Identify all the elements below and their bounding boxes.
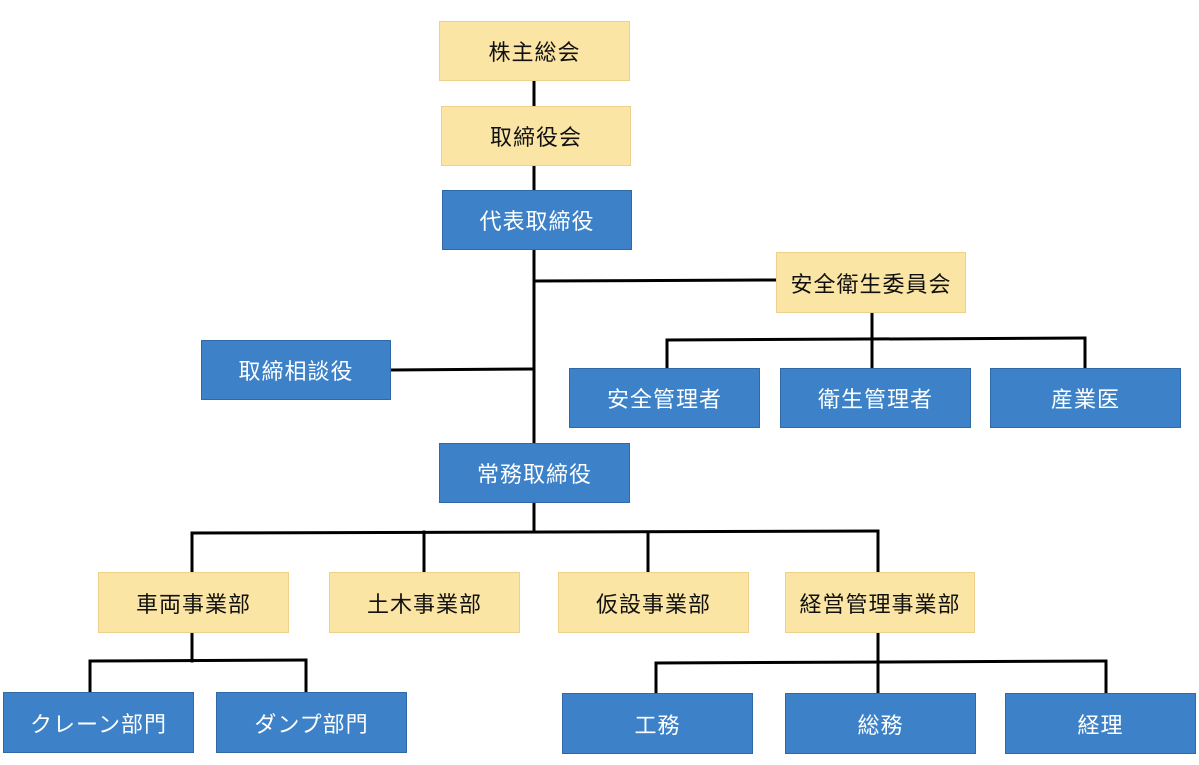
node-crane-bumon: クレーン部門 bbox=[3, 692, 194, 753]
node-keiei-kanri-jigyobu: 経営管理事業部 bbox=[785, 572, 975, 633]
node-komu: 工務 bbox=[562, 693, 753, 754]
node-dump-bumon: ダンプ部門 bbox=[216, 692, 407, 753]
node-eisei-kanrisha: 衛生管理者 bbox=[780, 368, 971, 428]
node-anzen-kanrisha: 安全管理者 bbox=[569, 368, 760, 428]
node-doboku-jigyobu: 土木事業部 bbox=[329, 572, 520, 633]
edge-anzeniinkai-bar bbox=[665, 336, 1087, 342]
node-kasetsu-jigyobu: 仮設事業部 bbox=[558, 572, 749, 633]
node-kabunushi-sokai: 株主総会 bbox=[439, 21, 630, 81]
node-daihyo-torishimariyaku: 代表取締役 bbox=[442, 190, 632, 250]
edge-daihyo-sodanyaku bbox=[389, 367, 536, 372]
edge-sharyo-bar bbox=[88, 658, 308, 663]
edge-daihyo-anzeniinkai bbox=[532, 278, 778, 283]
node-keiri: 経理 bbox=[1005, 693, 1196, 754]
node-jomu-torishimariyaku: 常務取締役 bbox=[439, 443, 630, 503]
node-torishimariyakukai: 取締役会 bbox=[441, 106, 631, 166]
node-sangyoi: 産業医 bbox=[990, 368, 1181, 428]
node-anzen-eisei-iinkai: 安全衛生委員会 bbox=[776, 252, 966, 313]
edge-keiei-bar bbox=[654, 659, 1108, 665]
node-torishimari-sodanyaku: 取締相談役 bbox=[201, 340, 391, 400]
node-somu: 総務 bbox=[785, 693, 976, 754]
node-sharyo-jigyobu: 車両事業部 bbox=[98, 572, 289, 633]
edge-jomu-bar bbox=[190, 529, 880, 535]
